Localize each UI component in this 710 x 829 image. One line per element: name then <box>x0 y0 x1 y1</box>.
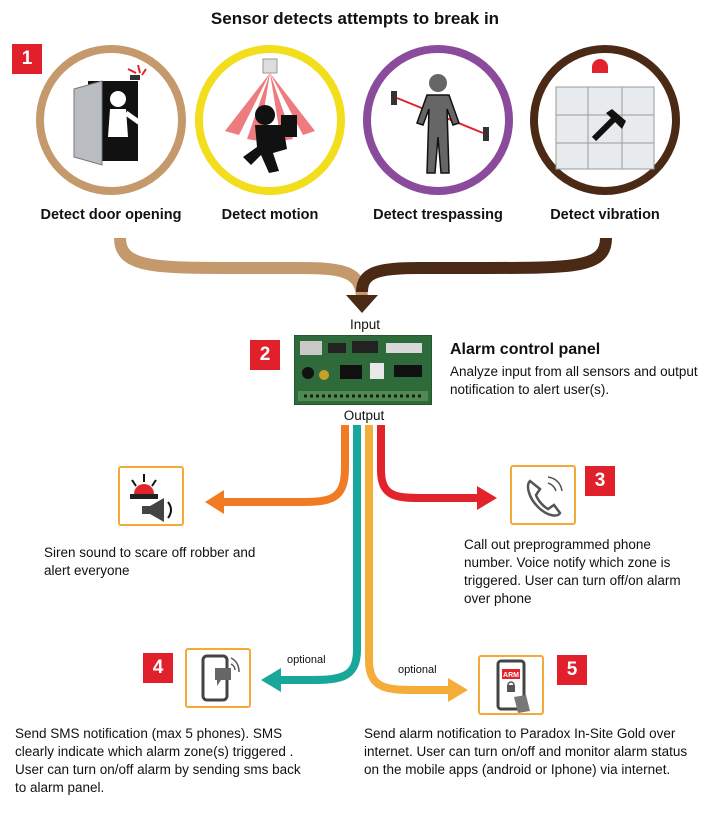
motion-sensor-circle <box>195 45 345 195</box>
door-sensor-circle <box>36 45 186 195</box>
app-optional-label: optional <box>398 664 437 676</box>
step-2-badge: 2 <box>250 340 280 370</box>
siren-text: Siren sound to scare off robber and aler… <box>44 545 256 578</box>
sms-flow <box>278 425 361 684</box>
arm-phone-icon: ARM <box>496 659 530 713</box>
step-4-badge: 4 <box>143 653 173 683</box>
alarm-panel-board <box>293 334 433 406</box>
step-3-badge: 3 <box>585 466 615 496</box>
door-icon <box>73 64 147 166</box>
door-input-flow <box>114 237 368 301</box>
vibration-input-flow <box>356 237 612 293</box>
input-label: Input <box>349 317 381 332</box>
panel-description: Analyze input from all sensors and outpu… <box>450 364 698 397</box>
call-text: Call out preprogrammed phone number. Voi… <box>464 537 681 606</box>
step-5-badge: 5 <box>557 655 587 685</box>
motion-label: Detect motion <box>221 207 319 223</box>
siren-icon-box <box>118 466 184 526</box>
trespass-icon <box>391 74 489 174</box>
siren-flow <box>220 425 349 506</box>
trespass-label: Detect trespassing <box>373 207 503 223</box>
phone-icon-box <box>510 465 576 525</box>
siren-icon <box>130 474 172 522</box>
sms-optional-label: optional <box>287 654 326 666</box>
sms-icon-box <box>185 648 251 708</box>
app-icon-box: ARM <box>478 655 544 715</box>
trespass-sensor-circle <box>363 45 513 195</box>
input-arrowhead <box>346 295 378 313</box>
phone-call-icon <box>526 476 563 517</box>
vibration-icon <box>555 59 655 170</box>
sms-text: Send SMS notification (max 5 phones). SM… <box>15 726 301 795</box>
motion-icon <box>225 58 315 173</box>
app-text: Send alarm notification to Paradox In-Si… <box>364 726 688 777</box>
vibration-label: Detect vibration <box>550 207 660 223</box>
door-label: Detect door opening <box>40 207 182 223</box>
output-label: Output <box>343 408 385 423</box>
diagram-title: Sensor detects attempts to break in <box>210 9 500 28</box>
arm-label: ARM <box>503 672 519 679</box>
call-flow <box>377 425 480 502</box>
vibration-sensor-circle <box>530 45 680 195</box>
panel-title: Alarm control panel <box>450 341 601 358</box>
step-1-badge: 1 <box>12 44 42 74</box>
app-flow <box>365 425 450 694</box>
sms-phone-icon <box>201 654 240 702</box>
